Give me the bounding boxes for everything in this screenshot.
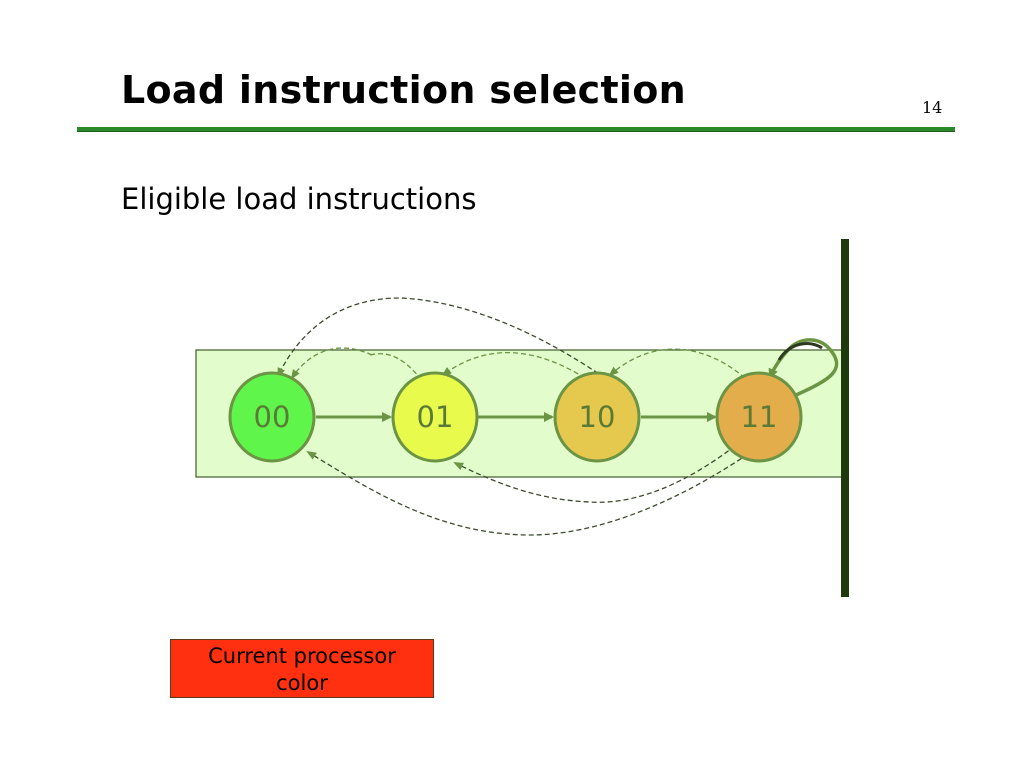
slide-subtitle: Eligible load instructions bbox=[121, 182, 477, 216]
self-loop-11-highlight bbox=[777, 342, 823, 361]
legend-line-2: color bbox=[276, 671, 328, 695]
slide-title: Load instruction selection bbox=[121, 68, 687, 112]
dashed-arrow-11-to-00 bbox=[306, 450, 749, 536]
dashed-arrow-01-to-00-b bbox=[369, 353, 421, 379]
page-number: 14 bbox=[922, 98, 943, 117]
title-divider bbox=[77, 127, 955, 132]
self-loop-11 bbox=[768, 338, 839, 397]
state-01: 01 bbox=[391, 371, 479, 463]
state-11: 11 bbox=[715, 371, 803, 463]
state-10: 10 bbox=[553, 371, 641, 463]
state-00: 00 bbox=[228, 371, 316, 463]
state-11-label: 11 bbox=[741, 400, 778, 434]
current-position-bar bbox=[841, 239, 849, 597]
state-00-label: 00 bbox=[254, 400, 291, 434]
dashed-arrow-01-to-00 bbox=[290, 347, 373, 380]
legend-line-1: Current processor bbox=[208, 644, 396, 668]
dashed-arrow-11-to-10 bbox=[608, 348, 746, 379]
dashed-arrow-10-to-01 bbox=[441, 351, 586, 379]
state-10-label: 10 bbox=[579, 400, 616, 434]
state-01-label: 01 bbox=[417, 400, 454, 434]
legend-current-processor-color: Current processor color bbox=[170, 639, 434, 698]
dashed-arrow-10-to-00 bbox=[277, 297, 606, 379]
dashed-arrow-11-to-01 bbox=[453, 445, 736, 503]
